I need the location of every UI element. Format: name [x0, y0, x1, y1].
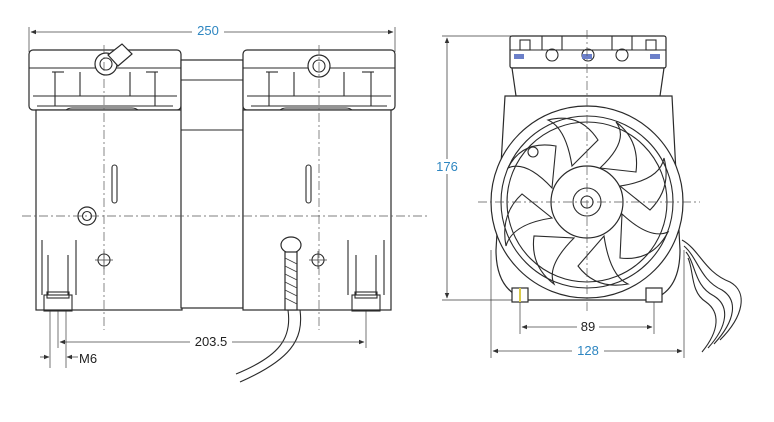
dim-mount-spacing-length-label: 203.5 — [195, 334, 228, 349]
side-view: 250 — [22, 23, 430, 383]
dim-mount-spacing-length: 203.5 — [57, 311, 367, 349]
fan-blades — [504, 117, 670, 286]
dim-mount-spacing-width-label: 89 — [581, 319, 595, 334]
dim-height: 176 — [432, 35, 512, 301]
dim-mount-spacing-width: 89 — [519, 302, 655, 334]
front-head — [509, 35, 667, 97]
dim-overall-length: 250 — [28, 23, 396, 52]
dim-overall-length-label: 250 — [197, 23, 219, 38]
left-cylinder — [35, 109, 183, 312]
right-cylinder — [242, 109, 392, 312]
dim-thread-label: M6 — [79, 351, 97, 366]
dim-height-label: 176 — [436, 159, 458, 174]
dim-thread: M6 — [40, 311, 97, 368]
dim-overall-width-label: 128 — [577, 343, 599, 358]
front-view: 176 — [432, 30, 742, 358]
dim-overall-width: 128 — [490, 250, 685, 358]
cable — [681, 239, 742, 353]
motor-housing-side — [180, 59, 244, 309]
